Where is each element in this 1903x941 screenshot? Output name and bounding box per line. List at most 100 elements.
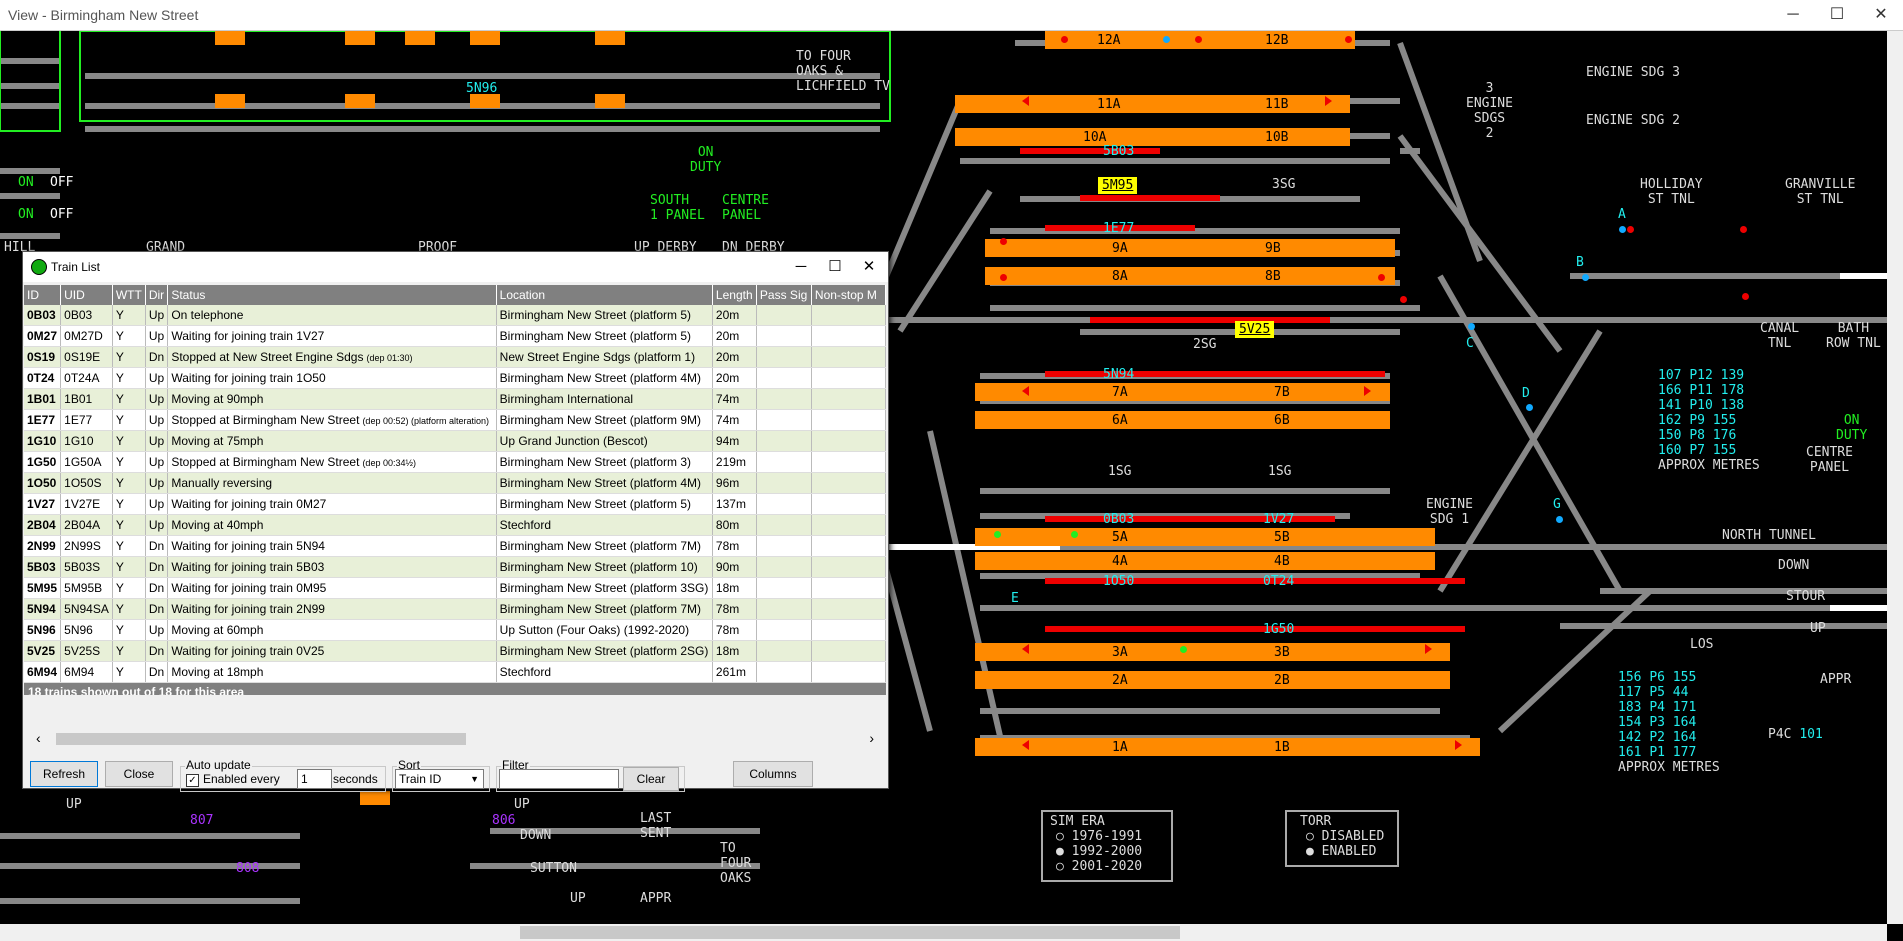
clear-button[interactable]: Clear (623, 767, 679, 791)
berth[interactable]: 5B03 (1103, 144, 1135, 159)
table-cell: 0B03 (60, 305, 113, 326)
berth[interactable]: 0B03 (1103, 512, 1135, 527)
filter-input[interactable] (499, 769, 619, 789)
col-header[interactable]: Location (496, 285, 713, 305)
signal-red-icon[interactable] (1627, 226, 1634, 233)
signal-red-icon[interactable] (1378, 274, 1385, 281)
signal-green-icon[interactable] (1071, 531, 1078, 538)
block-6 (215, 94, 245, 108)
signal-red-icon[interactable] (1061, 36, 1068, 43)
table-cell: Waiting for joining train 1V27 (167, 325, 497, 347)
table-cell: Birmingham New Street (platform 5) (496, 325, 713, 347)
berth[interactable]: 1O50 (1103, 574, 1135, 589)
platform-10 (955, 128, 1350, 146)
signal-red-icon[interactable] (1400, 296, 1407, 303)
sim-era-option[interactable]: ○ 2001-2020 (1056, 859, 1143, 874)
berth[interactable]: 5N96 (466, 81, 498, 96)
columns-button[interactable]: Columns (733, 761, 813, 787)
status-text: Waiting for joining train 5B03 (171, 560, 325, 574)
signal-blue-icon[interactable] (1163, 36, 1170, 43)
close-icon[interactable]: ✕ (862, 258, 876, 275)
train-list-dialog[interactable]: Train List ─ ☐ ✕ ID UID WTT Dir Status L… (22, 251, 889, 792)
maximize-icon[interactable]: ☐ (1829, 6, 1845, 23)
signal-blue-icon[interactable] (1619, 226, 1626, 233)
table-cell: Waiting for joining train 0M95 (167, 577, 497, 599)
enabled-checkbox[interactable]: ✓ (186, 774, 199, 787)
berth-highlight[interactable]: 5V25 (1235, 321, 1275, 338)
berth[interactable]: 1V27 (1263, 512, 1295, 527)
table-cell: 78m (712, 535, 757, 557)
sim-era-option[interactable]: ○ 1976-1991 (1056, 829, 1143, 844)
signal-green-icon[interactable] (1180, 646, 1187, 653)
col-header[interactable]: Dir (145, 285, 169, 305)
platform-11 (955, 95, 1350, 113)
close-button[interactable]: Close (105, 761, 173, 787)
berth[interactable]: 1E77 (1103, 221, 1135, 236)
maximize-icon[interactable]: ☐ (828, 258, 842, 275)
signal-red-icon[interactable] (1740, 226, 1747, 233)
signal-arrow-icon (1325, 96, 1332, 106)
col-header[interactable]: Status (167, 285, 497, 305)
berth[interactable]: 5N94 (1103, 367, 1135, 382)
signal-red-icon[interactable] (1345, 36, 1352, 43)
refresh-button[interactable]: Refresh (30, 761, 98, 787)
table-cell: Stopped at New Street Engine Sdgs(dep 01… (167, 346, 497, 368)
scrollbar-thumb[interactable] (520, 926, 1180, 939)
col-header[interactable]: WTT (112, 285, 146, 305)
berth-highlight[interactable]: 5M95 (1098, 177, 1138, 194)
col-header[interactable]: Pass Sig (756, 285, 812, 305)
berth[interactable]: 0T24 (1263, 574, 1295, 589)
scroll-left-icon[interactable]: ‹ (36, 730, 41, 746)
col-header[interactable]: UID (60, 285, 113, 305)
minimize-icon[interactable]: ─ (1787, 6, 1799, 23)
berth[interactable]: 1G50 (1263, 622, 1295, 637)
signal-blue-icon[interactable] (1526, 404, 1533, 411)
minimize-icon[interactable]: ─ (795, 258, 807, 275)
torr-option[interactable]: ○ DISABLED (1306, 829, 1385, 844)
four-oaks-label: TO FOUR OAKS & LICHFIELD TV (796, 49, 890, 94)
table-horizontal-scrollbar[interactable]: ‹ › (24, 730, 886, 748)
col-header[interactable]: Length (712, 285, 757, 305)
torr-option[interactable]: ● ENABLED (1306, 844, 1377, 859)
dialog-titlebar[interactable]: Train List ─ ☐ ✕ (23, 252, 888, 282)
vertical-scrollbar[interactable] (1887, 31, 1903, 924)
signal-blue-icon[interactable] (1556, 516, 1563, 523)
signal-blue-icon[interactable] (1582, 274, 1589, 281)
scrollbar-thumb[interactable] (56, 733, 466, 745)
col-header[interactable]: ID (24, 285, 62, 305)
train-table[interactable]: ID UID WTT Dir Status Location Length Pa… (24, 285, 886, 695)
horizontal-scrollbar[interactable] (0, 924, 1887, 941)
scroll-right-icon[interactable]: › (869, 730, 874, 746)
signal-blue-icon[interactable] (1468, 323, 1475, 330)
col-header[interactable]: Non-stop M (811, 285, 886, 305)
interval-input[interactable]: 1 (297, 769, 332, 789)
sim-era-option[interactable]: ● 1992-2000 (1056, 844, 1143, 859)
signal-red-icon[interactable] (1195, 36, 1202, 43)
platform-label: 4A (1112, 554, 1128, 569)
signal-red-icon[interactable] (1742, 293, 1749, 300)
close-icon[interactable]: ✕ (1874, 6, 1888, 23)
signal-green-icon[interactable] (994, 531, 1001, 538)
sort-select[interactable]: Train ID▼ (395, 769, 484, 789)
signal-red-icon[interactable] (1000, 238, 1007, 245)
route-1e77 (1045, 225, 1195, 231)
signal-red-icon[interactable] (1000, 274, 1007, 281)
